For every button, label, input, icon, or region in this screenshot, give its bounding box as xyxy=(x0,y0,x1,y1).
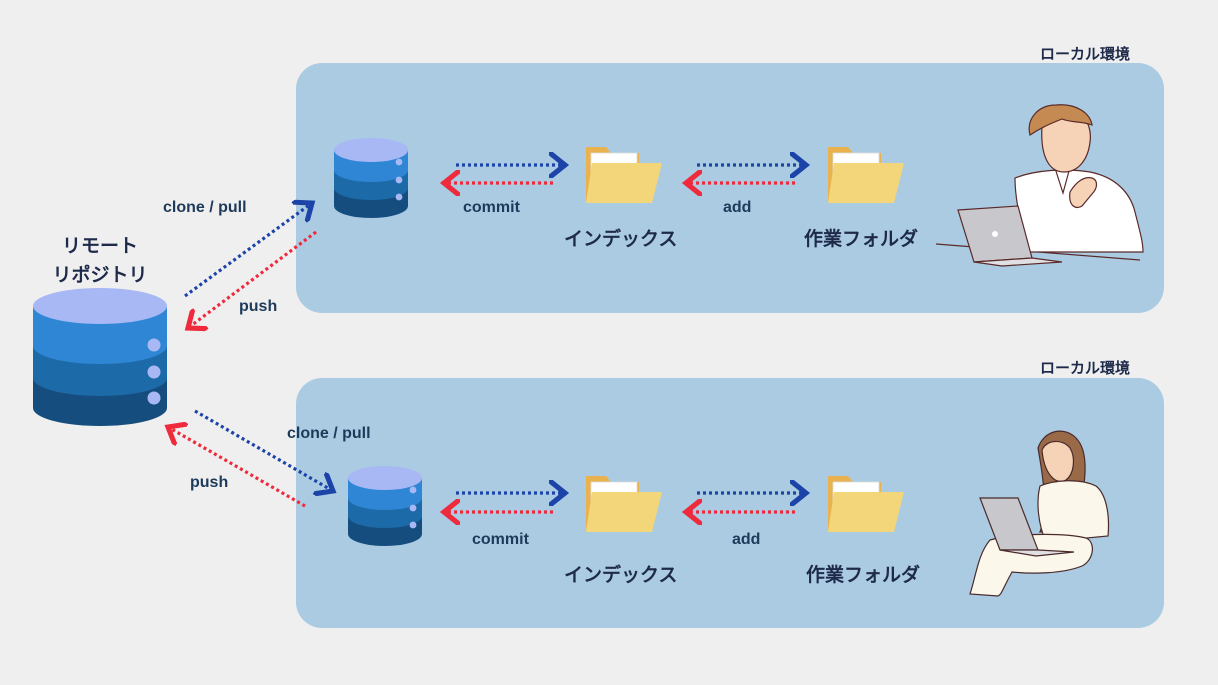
commit-label-2: commit xyxy=(472,531,529,548)
woman-with-laptop-illustration xyxy=(969,430,1110,597)
local-environment-label-1: ローカル環境 xyxy=(1039,45,1130,63)
add-label-1: add xyxy=(723,199,752,216)
remote-database-icon xyxy=(33,288,167,426)
man-with-laptop-illustration xyxy=(935,104,1144,267)
remote-title-line2: リポジトリ xyxy=(52,264,148,286)
local-environment-label-2: ローカル環境 xyxy=(1039,359,1130,377)
working-folder-label-2: 作業フォルダ xyxy=(806,564,921,586)
clone-pull-arrow-2 xyxy=(194,409,333,491)
working-folder-icon-1 xyxy=(827,146,905,204)
index-label-1: インデックス xyxy=(564,228,678,250)
working-folder-label-1: 作業フォルダ xyxy=(804,228,919,250)
clone-pull-label-2: clone / pull xyxy=(287,425,371,442)
local-database-icon-2 xyxy=(348,466,422,546)
index-folder-icon-1 xyxy=(585,146,663,204)
clone-pull-arrow-1 xyxy=(184,203,312,298)
working-folder-icon-2 xyxy=(827,475,905,533)
push-label-1: push xyxy=(239,298,278,315)
clone-pull-label-1: clone / pull xyxy=(163,199,247,216)
remote-repository-title: リモート リポジトリ xyxy=(30,232,170,290)
push-label-2: push xyxy=(190,474,229,491)
index-label-2: インデックス xyxy=(564,564,678,586)
remote-title-line1: リモート xyxy=(61,235,138,257)
add-label-2: add xyxy=(732,531,761,548)
push-arrow-1 xyxy=(188,230,317,328)
push-arrow-2 xyxy=(168,427,306,508)
index-folder-icon-2 xyxy=(585,475,663,533)
local-database-icon-1 xyxy=(334,138,408,218)
commit-label-1: commit xyxy=(463,199,520,216)
